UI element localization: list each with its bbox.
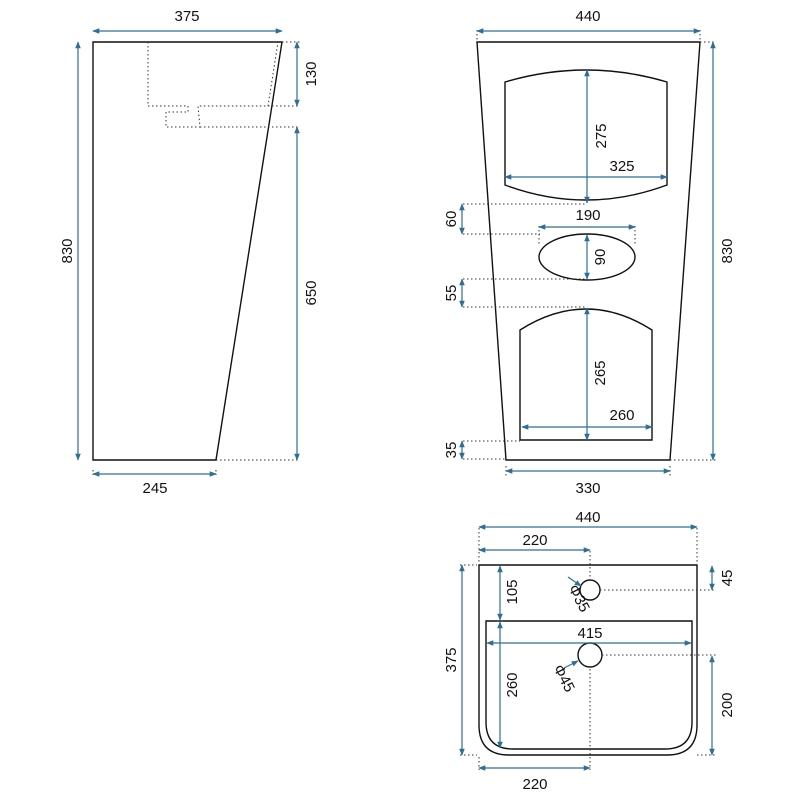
side-view-top-width-label: 375 xyxy=(174,8,199,25)
top-view-width-label: 440 xyxy=(575,509,600,526)
top-view-drain-hole-leader xyxy=(563,660,579,669)
top-view: 440 220 375 105 Φ35 45 415 Φ45 260 200 2… xyxy=(443,509,736,793)
front-view: 440 830 275 325 60 190 90 55 265 260 35 … xyxy=(443,8,736,497)
front-view-gap-lower-label: 55 xyxy=(443,285,460,302)
front-view-extension-lines xyxy=(463,30,716,476)
front-view-bottom-offset-label: 35 xyxy=(443,442,460,459)
side-view-basin-hidden xyxy=(147,41,279,128)
side-view: 375 830 130 650 245 xyxy=(59,8,320,497)
front-view-oval-height-label: 90 xyxy=(592,249,609,266)
front-view-top-width-label: 440 xyxy=(575,8,600,25)
front-view-gap-upper-label: 60 xyxy=(443,211,460,228)
top-view-drain-offset-y-label: 200 xyxy=(719,692,736,717)
top-view-outline xyxy=(478,564,698,756)
top-view-tap-offset-y-label: 105 xyxy=(504,579,521,604)
top-view-tap-hole-leader xyxy=(567,576,582,587)
front-view-upper-opening-width-label: 325 xyxy=(609,158,634,175)
side-view-height-label: 830 xyxy=(59,238,76,263)
top-view-bowl-width-label: 415 xyxy=(577,625,602,642)
front-view-lower-opening xyxy=(519,308,653,441)
side-view-base-depth-label: 245 xyxy=(142,480,167,497)
front-view-upper-opening xyxy=(504,69,668,201)
top-view-tap-offset-x-label: 220 xyxy=(522,532,547,549)
side-view-outline xyxy=(92,41,283,461)
front-view-lower-opening-width-label: 260 xyxy=(609,407,634,424)
top-view-depth-label: 375 xyxy=(443,647,460,672)
front-view-base-width-label: 330 xyxy=(575,480,600,497)
top-view-bowl-depth-label: 260 xyxy=(504,672,521,697)
front-view-oval-width-label: 190 xyxy=(575,207,600,224)
front-view-oval-opening xyxy=(538,233,636,281)
side-view-extension-lines xyxy=(92,41,300,475)
top-view-bowl xyxy=(485,620,693,750)
front-view-height-label: 830 xyxy=(719,238,736,263)
top-view-drain-hole xyxy=(577,642,603,668)
top-view-drain-hole-label: Φ45 xyxy=(549,662,577,695)
side-view-pedestal-height-label: 650 xyxy=(303,280,320,305)
top-view-drain-offset-x-label: 220 xyxy=(522,776,547,793)
side-view-basin-depth-label: 130 xyxy=(303,61,320,86)
front-view-lower-opening-height-label: 265 xyxy=(592,360,609,385)
front-view-upper-opening-height-label: 275 xyxy=(593,123,610,148)
top-view-tap-offset-edge-label: 45 xyxy=(719,570,736,587)
top-view-extension-lines xyxy=(460,528,716,770)
top-view-tap-hole-label: Φ35 xyxy=(564,582,592,615)
